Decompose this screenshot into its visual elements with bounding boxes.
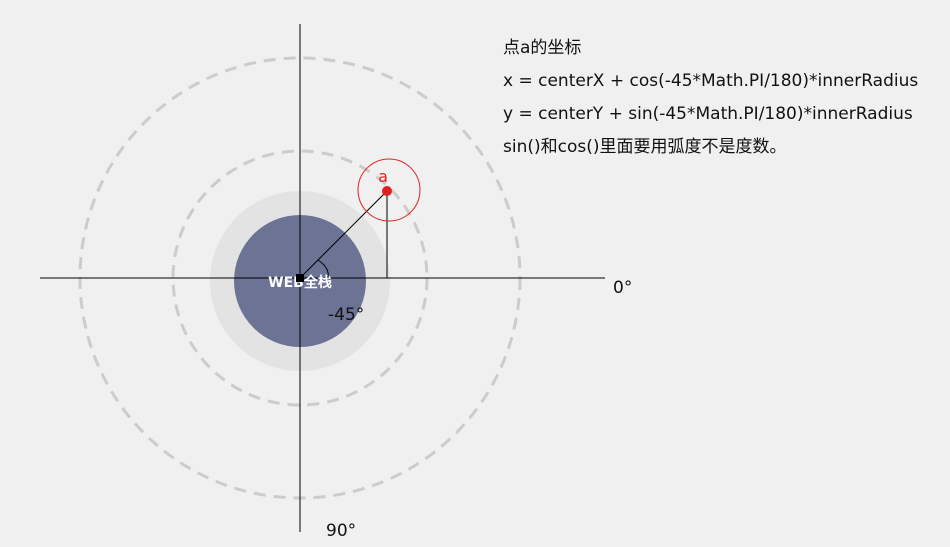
- angle-label: -45°: [328, 305, 364, 325]
- point-a: [382, 186, 392, 196]
- notes-panel: 点a的坐标 x = centerX + cos(-45*Math.PI/180)…: [503, 32, 950, 164]
- center-label: WEB全栈: [268, 274, 332, 291]
- notes-title: 点a的坐标: [503, 38, 582, 58]
- x-formula: x = centerX + cos(-45*Math.PI/180)*inner…: [503, 71, 919, 91]
- axis-bottom-label: 90°: [326, 521, 356, 541]
- radius-line: [299, 190, 388, 279]
- y-formula: y = centerY + sin(-45*Math.PI/180)*inner…: [503, 104, 913, 124]
- point-a-label: a: [378, 167, 388, 186]
- center-dot: [296, 274, 304, 282]
- notes-remark: sin()和cos()里面要用弧度不是度数。: [503, 137, 787, 157]
- axis-right-label: 0°: [613, 278, 632, 298]
- point-a-ring: [357, 158, 421, 222]
- angle-arc: [317, 259, 329, 279]
